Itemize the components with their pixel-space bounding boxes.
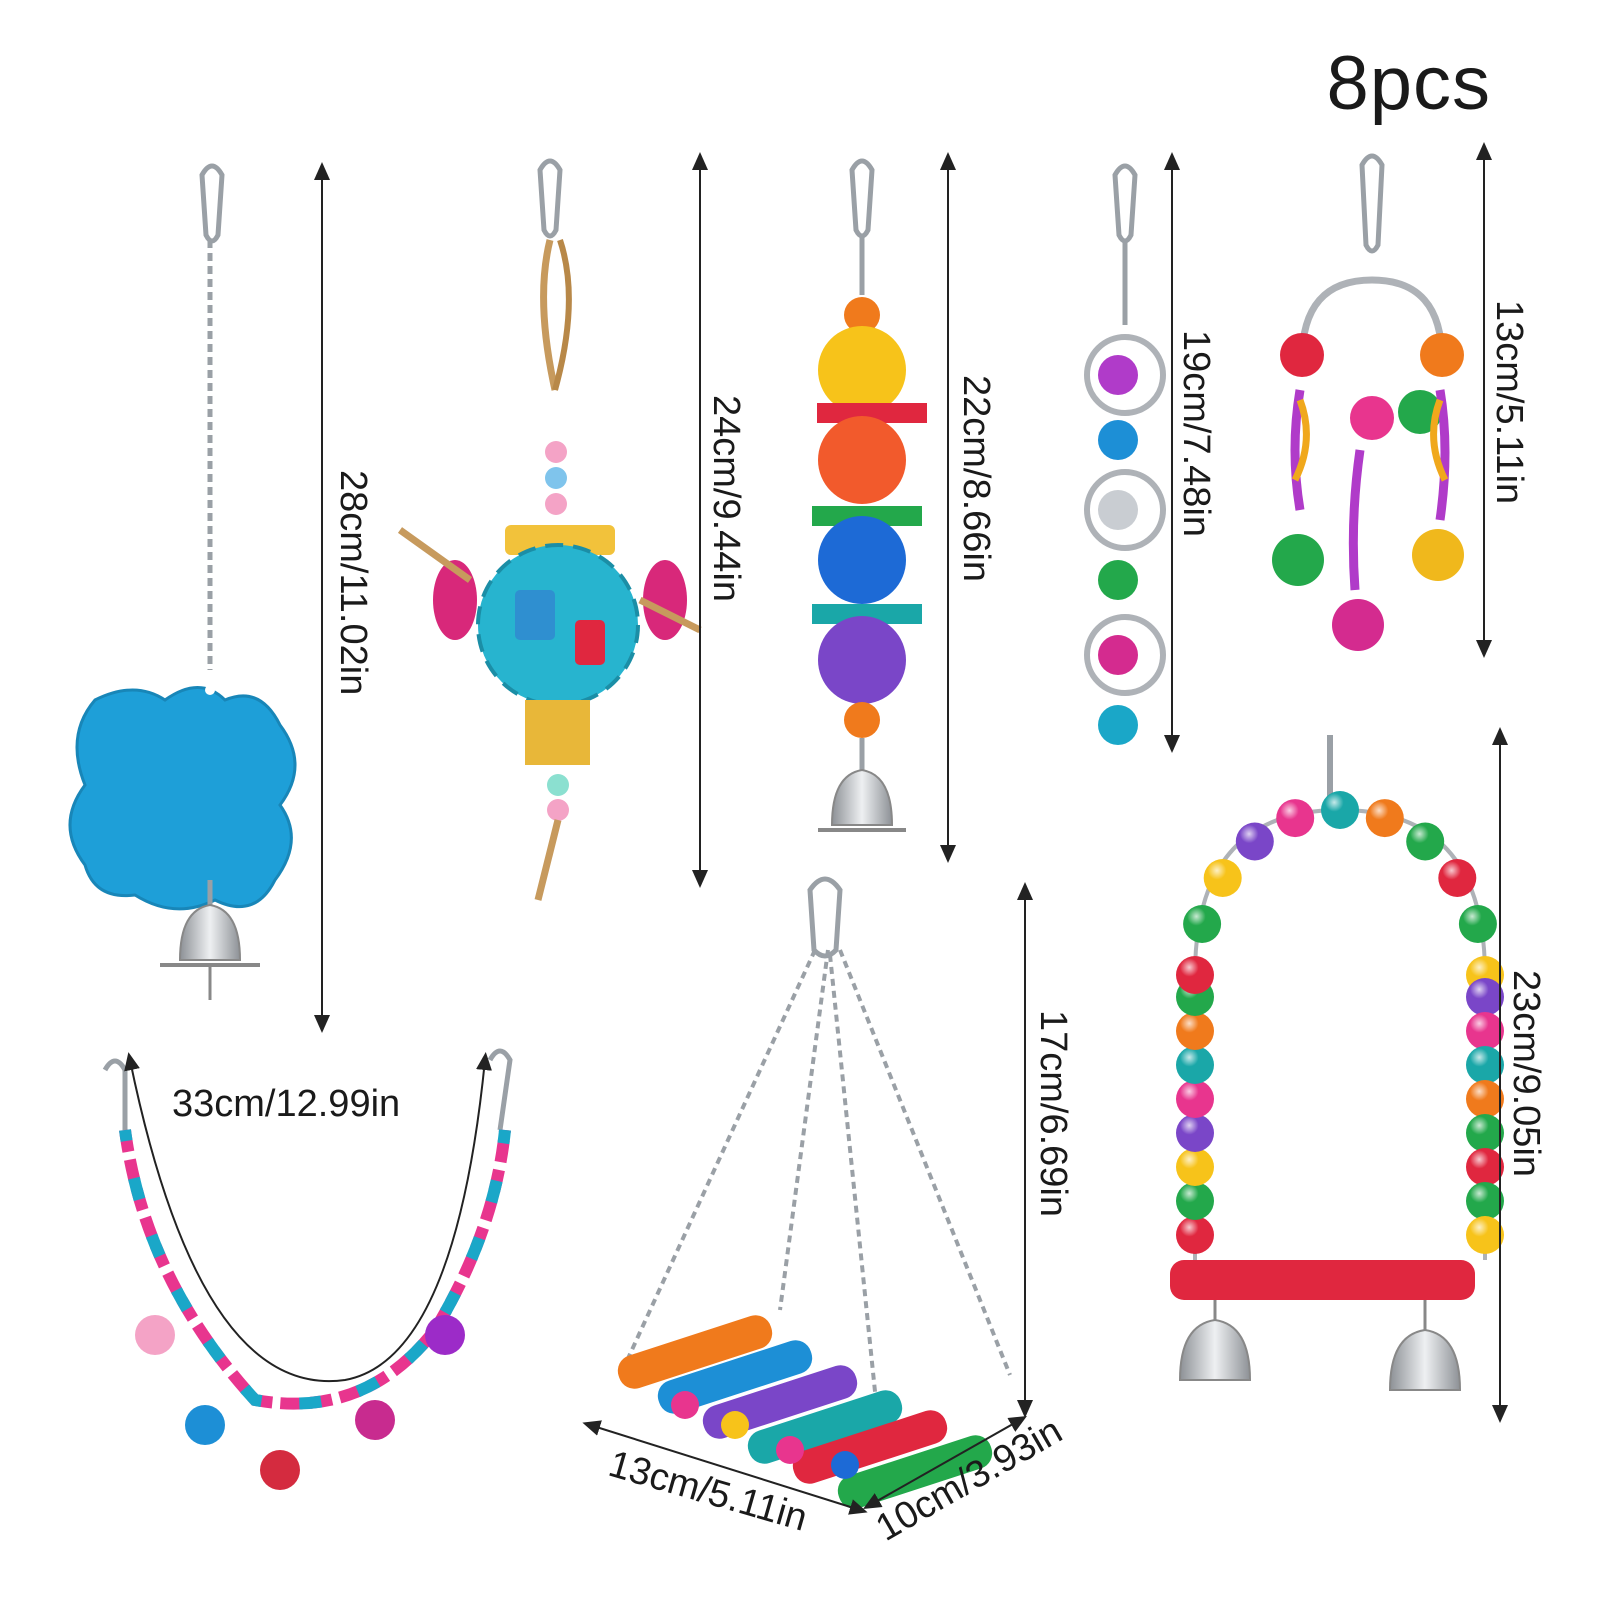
hanging-bells-toy-dimension: 13cm/5.11in xyxy=(1488,300,1530,505)
arch-bead-shine xyxy=(1176,1012,1214,1050)
hook-icon xyxy=(102,1058,128,1130)
arch-bead-shine xyxy=(1438,859,1477,897)
arch-bead-shine xyxy=(1466,1114,1504,1152)
hook-icon xyxy=(807,876,843,959)
chain-bridge-toy-dimension: 33cm/12.99in xyxy=(172,1083,401,1125)
arch-bead-shine xyxy=(1176,1182,1214,1220)
arch-bead-shine xyxy=(1466,1148,1504,1186)
mirror-toy-dimension: 28cm/11.02in xyxy=(332,470,374,696)
arch-bead-shine xyxy=(1466,1216,1504,1254)
arch-bead-shine xyxy=(1176,1114,1214,1152)
arch-bead-shine xyxy=(1406,822,1445,861)
product-count-title: 8pcs xyxy=(1326,41,1491,126)
bell-ring-toy xyxy=(1084,152,1180,753)
bell-icon xyxy=(1388,1328,1462,1391)
rattan-stack-toy-dimension: 22cm/8.66in xyxy=(955,375,997,583)
hanging-bells-toy xyxy=(1272,142,1492,658)
arch-bead-shine xyxy=(1466,1182,1504,1220)
rattan-ball-toy-dimension: 24cm/9.44in xyxy=(705,395,747,603)
arch-bead-shine xyxy=(1176,1080,1214,1118)
bell-icon xyxy=(1178,1318,1252,1381)
arch-bead-shine xyxy=(1176,956,1214,994)
arch-bead-shine xyxy=(1466,1046,1504,1084)
arch-bead-shine xyxy=(1235,822,1274,861)
hook-icon xyxy=(487,1048,513,1131)
hook-icon xyxy=(537,158,563,239)
arch-bead-shine xyxy=(1176,1148,1214,1186)
mirror-icon xyxy=(68,686,297,911)
arch-bead-shine xyxy=(1183,905,1222,943)
bead-arch-swing-dimension: 23cm/9.05in xyxy=(1505,970,1547,1178)
arch-bead-shine xyxy=(1176,1216,1214,1254)
arch-bead-shine xyxy=(1365,799,1404,838)
arch-bead-shine xyxy=(1466,1012,1504,1050)
bell-ring-toy-dimension: 19cm/7.48in xyxy=(1175,330,1217,538)
chain-bridge-toy xyxy=(102,1048,513,1490)
arch-bead-shine xyxy=(1176,1046,1214,1084)
bead-arch-swing xyxy=(1170,727,1508,1423)
arch-bead-shine xyxy=(1466,1080,1504,1118)
hook-icon xyxy=(849,158,875,239)
rattan-ball-toy xyxy=(397,152,708,901)
rattan-stack-toy xyxy=(812,152,956,863)
arch-bead-shine xyxy=(1466,978,1504,1016)
hook-icon xyxy=(1359,153,1385,254)
arch-bead-shine xyxy=(1321,791,1359,829)
mirror-toy xyxy=(68,162,330,1033)
perch-icon xyxy=(1170,1260,1475,1300)
ladder-swing-toy xyxy=(582,876,1033,1515)
arch-bead-shine xyxy=(1276,799,1315,838)
arch-bead-shine xyxy=(1203,859,1242,897)
bell-icon xyxy=(178,903,242,961)
hook-icon xyxy=(199,163,225,244)
bead-arch-icon xyxy=(1176,791,1504,1254)
hook-icon xyxy=(1112,163,1138,244)
arch-bead-shine xyxy=(1458,905,1497,943)
ladder-swing-toy-height: 17cm/6.69in xyxy=(1032,1010,1074,1218)
bell-icon xyxy=(830,768,894,826)
